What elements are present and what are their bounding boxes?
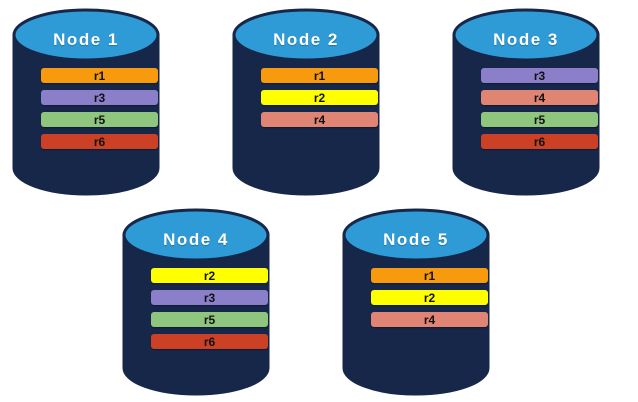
replica-bar-r4[interactable]: r4 [371,312,488,327]
replica-bar-r3[interactable]: r3 [481,68,598,83]
replica-bar-r4[interactable]: r4 [481,90,598,105]
replica-bar-r2[interactable]: r2 [151,268,268,283]
replica-bar-r4[interactable]: r4 [261,112,378,127]
replica-bar-r6[interactable]: r6 [41,134,158,149]
replica-bar-r1[interactable]: r1 [371,268,488,283]
replica-bar-r2[interactable]: r2 [261,90,378,105]
replica-stack: r1 r3 r5 r6 [41,68,158,149]
replica-bar-r1[interactable]: r1 [261,68,378,83]
replica-bar-r3[interactable]: r3 [41,90,158,105]
replica-bar-r5[interactable]: r5 [41,112,158,127]
replica-bar-r1[interactable]: r1 [41,68,158,83]
cylinder-top-ellipse [122,208,270,262]
replica-bar-r3[interactable]: r3 [151,290,268,305]
replica-bar-r6[interactable]: r6 [151,334,268,349]
replica-bar-r5[interactable]: r5 [151,312,268,327]
cylinder-top-ellipse [342,208,490,262]
cylinder-top-ellipse [232,8,380,62]
replica-bar-r6[interactable]: r6 [481,134,598,149]
cylinder-top-ellipse [12,8,160,62]
cylinder-top-ellipse [452,8,600,62]
replica-bar-r2[interactable]: r2 [371,290,488,305]
replica-stack: r2 r3 r5 r6 [151,268,268,349]
replica-stack: r1 r2 r4 [371,268,488,327]
replica-stack: r1 r2 r4 [261,68,378,127]
replica-bar-r5[interactable]: r5 [481,112,598,127]
replica-stack: r3 r4 r5 r6 [481,68,598,149]
